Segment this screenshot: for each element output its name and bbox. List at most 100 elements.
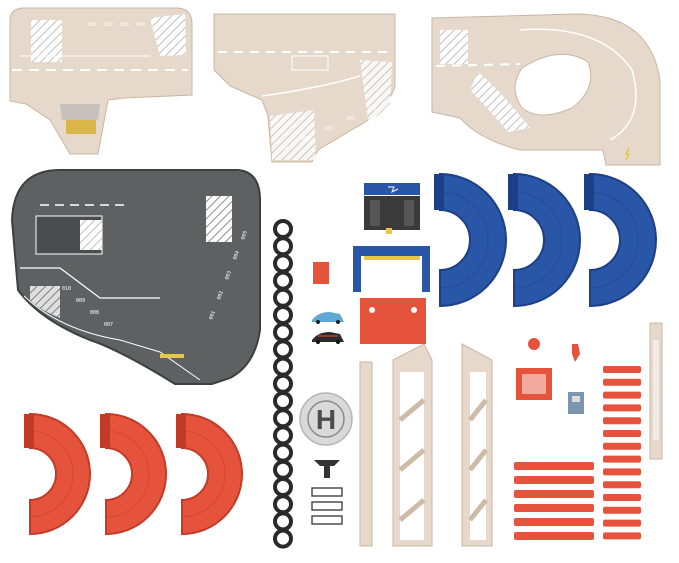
spiral-ramp [584,172,657,308]
small-parts: H [299,262,353,525]
parking-slot-number: 204 [302,136,311,142]
tire [273,408,293,429]
red-long-bar [514,504,594,512]
hatch-zone [470,72,530,132]
red-long-bar [514,532,594,540]
wood-ramp-panel [431,13,661,166]
red-short-bars [514,462,594,540]
hatch-zone [270,110,316,160]
tire [273,528,293,549]
red-bar [603,468,641,476]
red-hook [572,344,580,362]
parking-slot-number: 002 [216,290,225,301]
tire [273,425,293,446]
tire [273,356,293,377]
asphalt-floor-panel: 010 009 008 007 001 002 003 004 005 [10,169,261,385]
parking-slot-labels: 010 009 008 007 [62,286,113,328]
t-connector [314,460,340,478]
red-block [313,262,329,284]
yellow-stripe [160,354,184,358]
red-bar [603,391,641,399]
tire [273,442,293,463]
tire [273,391,293,411]
hatch-zone [30,286,60,318]
spiral-ramp [176,412,243,536]
parking-slot-number: 007 [104,322,113,328]
hatch-zone [206,196,232,242]
parking-slot-number: 005 [240,230,249,241]
red-bar [603,366,641,373]
tire [273,477,293,497]
red-long-bar [514,490,594,498]
red-bar [603,506,641,514]
red-bar [603,455,641,463]
red-bar [603,417,641,425]
wood-post [359,361,373,547]
parking-slot-number: 003 [224,270,233,281]
hatch-zone [360,60,392,120]
parking-slot-number: 010 [62,286,71,292]
red-bar [603,430,641,437]
parking-slot-number: 009 [76,298,85,304]
parking-slot-number: 203 [324,126,333,132]
clip-connectors [311,487,343,525]
parking-slot-number: 004 [232,250,241,261]
lightning-icon [624,147,631,161]
red-base-plate [360,298,426,344]
red-long-bar [514,462,594,470]
hatch-zone [440,30,468,64]
red-bar [603,404,641,412]
tire-stack [273,219,293,549]
red-light [528,338,540,350]
blue-spiral-ramps [434,172,657,308]
tire [273,511,293,532]
tire [273,322,293,343]
hatch-zone [150,14,186,56]
parking-slot-number: 205 [280,146,289,152]
toy-car-black [312,332,344,344]
parking-slot-number: 101 [88,22,97,28]
red-bar [603,481,641,489]
parking-slot-number: 001 [208,310,217,321]
elevator-sign [364,183,420,195]
red-fixtures [516,338,584,414]
tire [273,287,293,308]
spiral-ramp [100,412,167,536]
parking-slot-labels: 001 002 003 004 005 [208,230,249,321]
tire [273,253,293,274]
helipad-letter: H [316,404,336,435]
tire [273,339,293,360]
elevator-assembly [353,183,430,344]
yellow-pad [66,120,96,134]
tire [273,305,293,325]
blue-gate-frame [353,246,430,292]
red-long-bar [514,518,594,526]
tire [273,373,293,394]
hatch-zone [31,20,62,62]
parking-slot-number: 202 [346,116,355,122]
parking-slot-labels: 205 204 203 202 201 [280,106,377,152]
red-bars [603,366,641,540]
pay-machine [568,392,584,414]
spiral-ramp [508,172,581,308]
parking-slot-number: 102 [104,22,113,28]
spiral-ramp [434,172,507,308]
tire [273,459,293,480]
red-bar [603,378,641,386]
parking-slot-number: 008 [90,310,99,316]
red-spiral-ramps [24,412,243,536]
hatch-zone [80,220,102,250]
toy-car-blue [312,312,344,324]
parking-slot-number: 201 [368,106,377,112]
tire [273,494,293,515]
tire [273,270,293,291]
red-bar [603,519,641,527]
wood-floor-panel-2: 205 204 203 202 201 [213,13,396,163]
red-bar [603,494,641,501]
spiral-ramp [24,412,91,536]
helipad: H [299,392,353,446]
parking-slot-number: 103 [120,22,129,28]
